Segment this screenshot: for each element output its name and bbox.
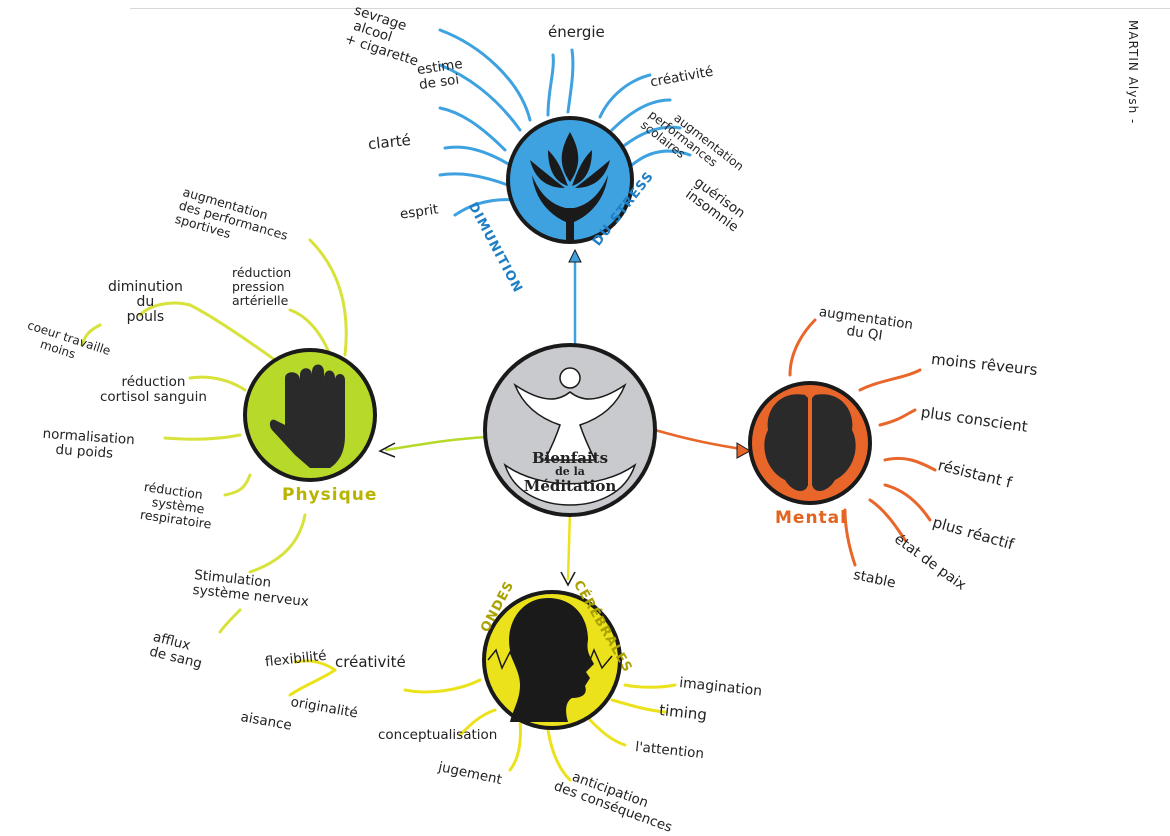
connector-to-physique [384,435,488,452]
physique-branches [80,238,348,634]
arrow-head-mental [736,442,752,459]
physique-circle [243,348,377,482]
label-line: pouls [126,309,165,325]
ondes-label-creativite: créativité [335,653,406,671]
head-silhouette-icon [509,598,594,722]
mental-branches [788,318,937,567]
stress-circle [506,116,634,244]
stress-label-energie: énergie [548,23,605,41]
lotus-icon [530,132,610,188]
ondes-circle [482,590,622,730]
label-line: cortisol sanguin [100,389,207,405]
center-connectors [378,248,752,587]
center-title-line3: Méditation [523,477,617,495]
ondes-branches [288,659,677,782]
label-line: diminution [108,279,183,295]
center-circle [483,343,657,517]
physique-title: Physique [282,485,378,505]
ondes-label-conceptualisation: conceptualisation [378,727,498,743]
physique-label-pression: réduction pression artérielle [232,266,291,308]
fist-icon [269,364,345,468]
label-line: réduction [121,374,186,390]
page-edge-line [130,8,1170,9]
label-line: du [136,294,155,310]
center-title: Bienfaits de la Méditation [510,450,630,494]
physique-label-cortisol: réduction cortisol sanguin [100,375,207,405]
author-name: MARTIN Alysh - [1126,20,1140,125]
physique-label-pouls: diminution du pouls [108,280,183,325]
stress-label-estime: estime de soi [416,56,466,93]
center-banner [503,463,637,506]
connector-to-ondes [566,509,572,581]
meditating-figure-icon [513,367,627,461]
arrow-head-physique [378,442,396,458]
mental-circle [748,381,872,505]
stress-branches [438,28,692,217]
label-line: artérielle [232,293,289,308]
arrow-head-ondes [560,571,576,587]
center-title-line2: de la [555,465,585,478]
stress-label-clarte: clarté [367,130,412,154]
physique-label-poids: normalisation du poids [41,426,135,463]
arrow-head-stress [568,248,582,263]
label-line: réduction [232,265,292,280]
brain-icon [764,394,856,492]
connector-to-mental [654,428,749,452]
label-line: pression [232,279,285,294]
hands-icon [532,175,608,240]
mental-title: Mental [775,508,847,528]
center-title-line1: Bienfaits [531,449,609,467]
